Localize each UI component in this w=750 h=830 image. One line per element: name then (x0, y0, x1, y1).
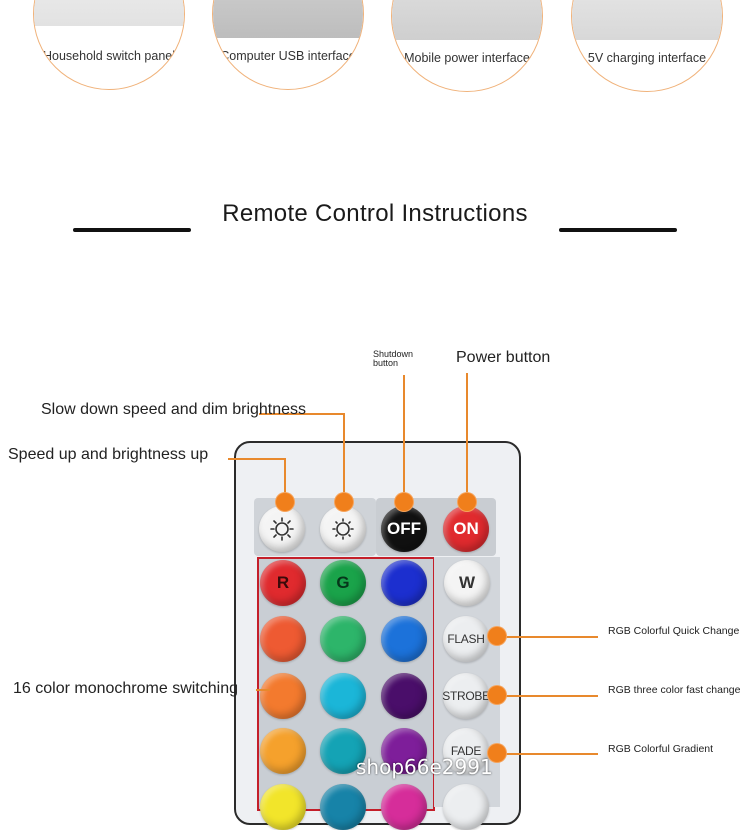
callout-line-16-color (256, 689, 270, 691)
callout-fade-label: RGB Colorful Gradient (608, 743, 714, 755)
callout-dot-flash (488, 627, 506, 645)
interface-photo (213, 0, 363, 38)
color-button[interactable] (320, 784, 366, 830)
white-button[interactable]: W (444, 560, 490, 606)
section-title: Remote Control Instructions (222, 200, 528, 227)
callout-slow-down-label: Slow down speed and dim brightness (41, 401, 307, 418)
brightness-up-button[interactable] (259, 506, 305, 552)
color-button[interactable] (381, 728, 427, 774)
brightness-down-button[interactable] (320, 506, 366, 552)
callout-line-flash (497, 636, 598, 638)
callout-line-shutdown (403, 375, 405, 503)
callout-strobe-label: RGB three color fast change (608, 684, 741, 696)
interface-photo (572, 0, 722, 40)
fade-button[interactable]: FADE (443, 728, 489, 774)
color-button[interactable] (381, 784, 427, 830)
color-button-g[interactable]: G (320, 560, 366, 606)
interface-label: Household switch panel (42, 49, 176, 63)
color-button-b[interactable] (381, 560, 427, 606)
callout-dot-slow-down (335, 493, 353, 511)
callout-line-strobe (497, 695, 598, 697)
callout-dot-speed-up (276, 493, 294, 511)
color-button[interactable] (381, 673, 427, 719)
color-button[interactable] (260, 784, 306, 830)
on-button[interactable]: ON (443, 506, 489, 552)
callout-flash-label: RGB Colorful Quick Change (608, 625, 740, 637)
callout-line-fade (497, 753, 598, 755)
callout-16-color-label: 16 color monochrome switching (13, 680, 238, 697)
color-button[interactable] (320, 616, 366, 662)
smooth-button[interactable] (443, 784, 489, 830)
interface-photo (392, 0, 542, 40)
interface-card-mobile: Mobile power interface (391, 0, 543, 92)
interface-photo (34, 0, 184, 26)
interface-card-household: Household switch panel (33, 0, 185, 90)
callout-speed-up-label: Speed up and brightness up (8, 446, 209, 463)
brightness-up-icon (270, 517, 294, 541)
color-button[interactable] (320, 728, 366, 774)
color-button[interactable] (260, 728, 306, 774)
callout-line-power (466, 373, 468, 503)
flash-button[interactable]: FLASH (443, 616, 489, 662)
interface-label: Computer USB interface (220, 49, 356, 63)
callout-power-label: Power button (456, 349, 551, 366)
strobe-button[interactable]: STROBE (442, 673, 490, 719)
color-button[interactable] (260, 616, 306, 662)
callout-dot-strobe (488, 686, 506, 704)
color-button[interactable] (320, 673, 366, 719)
color-button-r[interactable]: R (260, 560, 306, 606)
callout-line-speed-up-v (284, 458, 286, 503)
title-rule-left (73, 228, 191, 232)
interface-card-5v: 5V charging interface (571, 0, 723, 92)
title-rule-right (559, 228, 677, 232)
callout-shutdown-label: Shutdown button (373, 349, 414, 368)
callout-dot-fade (488, 744, 506, 762)
brightness-down-icon (332, 518, 354, 540)
callout-dot-power (458, 493, 476, 511)
color-button[interactable] (260, 673, 306, 719)
callout-line-speed-up (228, 458, 286, 460)
callout-dot-shutdown (395, 493, 413, 511)
off-button[interactable]: OFF (381, 506, 427, 552)
watermark: shop66e2991 (356, 755, 493, 779)
color-button[interactable] (381, 616, 427, 662)
interface-card-usb: Computer USB interface (212, 0, 364, 90)
interface-label: 5V charging interface (587, 51, 707, 65)
callout-line-slow-down-v (343, 413, 345, 503)
interface-label: Mobile power interface (404, 51, 530, 65)
callout-line-slow-down (259, 413, 344, 415)
